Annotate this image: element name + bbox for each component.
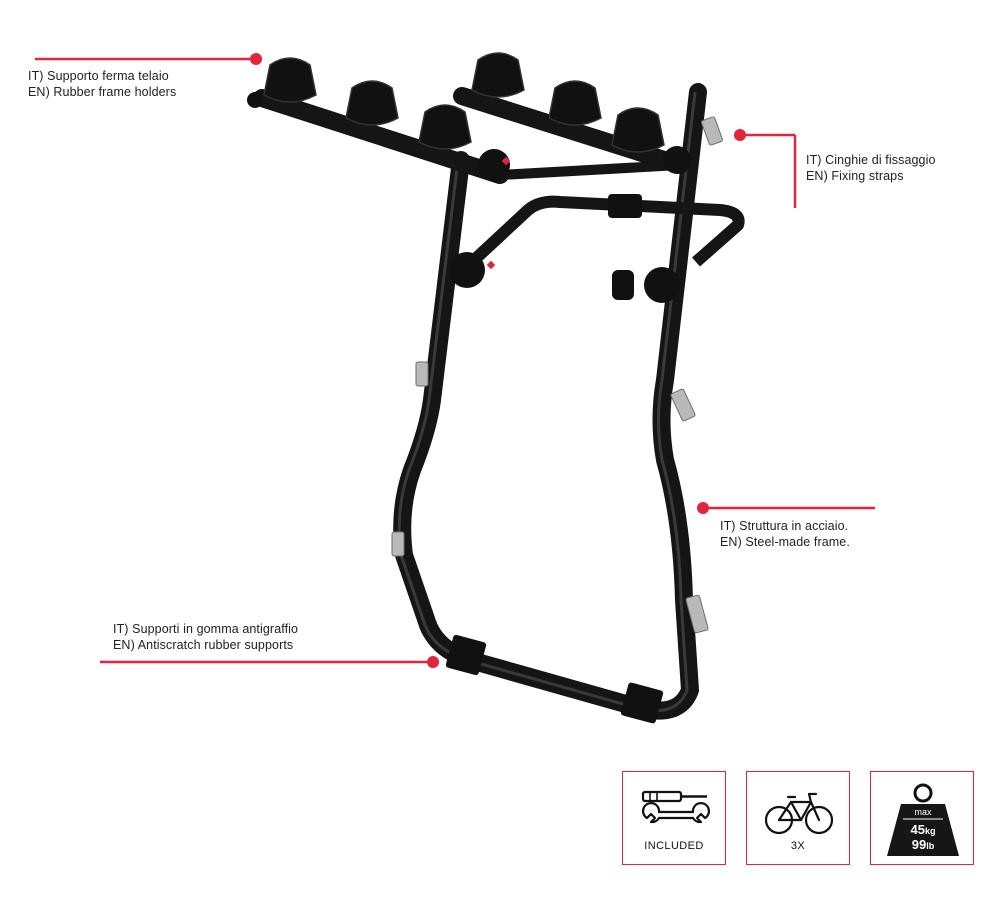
weight-max-text: max	[914, 807, 932, 817]
joint-knobs	[247, 92, 691, 303]
callout-steel-frame-en: EN) Steel-made frame.	[720, 535, 850, 549]
bicycle-icon	[764, 792, 834, 835]
weight-icon: max 45kg 99lb	[887, 783, 959, 856]
svg-text:45kg: 45kg	[911, 822, 936, 837]
callout-fixing-straps-it: IT) Cinghie di fissaggio	[806, 153, 936, 167]
tools-icon	[641, 790, 711, 824]
badge-tools-included: INCLUDED	[622, 771, 726, 865]
callout-frame-holders: IT) Supporto ferma telaio EN) Rubber fra…	[28, 68, 176, 100]
callout-lines	[35, 53, 875, 668]
carrying-bar-right	[453, 87, 689, 174]
frame-holders	[263, 52, 665, 153]
callout-steel-frame-it: IT) Struttura in acciaio.	[720, 519, 849, 533]
carrying-bar-left	[253, 89, 509, 184]
callout-fixing-straps-en: EN) Fixing straps	[806, 169, 904, 183]
weight-lb-value: 99	[912, 837, 926, 852]
weight-lb-unit: lb	[926, 841, 935, 851]
callout-rubber-supports-en: EN) Antiscratch rubber supports	[113, 638, 294, 652]
steel-frame	[393, 83, 707, 720]
upper-support-arm	[467, 195, 745, 267]
callout-steel-frame: IT) Struttura in acciaio. EN) Steel-made…	[720, 518, 850, 550]
badge-bikes-label: 3X	[790, 840, 806, 852]
svg-text:99lb: 99lb	[912, 837, 935, 852]
badge-tools-label: INCLUDED	[644, 840, 704, 852]
badge-bike-capacity: 3X	[746, 771, 850, 865]
callout-rubber-supports-it: IT) Supporti in gomma antigraffio	[113, 622, 299, 636]
rubber-pads	[445, 634, 664, 724]
callout-rubber-supports: IT) Supporti in gomma antigraffio EN) An…	[113, 621, 298, 653]
badge-max-weight: max 45kg 99lb	[870, 771, 974, 865]
weight-kg-unit: kg	[925, 826, 936, 836]
metal-hooks	[391, 116, 723, 634]
callout-fixing-straps: IT) Cinghie di fissaggio EN) Fixing stra…	[806, 152, 936, 184]
callout-frame-holders-en: EN) Rubber frame holders	[28, 85, 177, 99]
callout-frame-holders-it: IT) Supporto ferma telaio	[28, 69, 169, 83]
weight-kg-value: 45	[911, 822, 925, 837]
